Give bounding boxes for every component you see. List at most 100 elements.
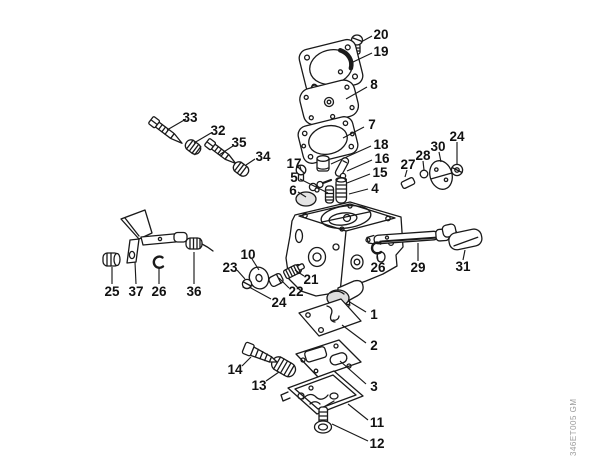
part-sleeve-22 xyxy=(268,272,284,288)
callout-28: 28 xyxy=(415,148,431,163)
leader-line-30 xyxy=(438,151,442,163)
part-pin-27 xyxy=(400,177,416,189)
callout-19: 19 xyxy=(373,44,388,59)
part-plug-18 xyxy=(316,155,330,172)
leader-line-18 xyxy=(330,145,372,165)
leader-line-23 xyxy=(236,269,246,280)
part-welch-plug-6 xyxy=(295,191,317,207)
leader-line-16 xyxy=(346,159,373,172)
callout-1: 1 xyxy=(370,307,378,322)
part-pump-body-11 xyxy=(280,370,364,415)
leader-line-11 xyxy=(347,403,369,421)
part-pin-16 xyxy=(334,157,350,177)
leader-line-33 xyxy=(166,118,187,131)
callout-35: 35 xyxy=(231,135,247,150)
leader-line-34 xyxy=(245,158,256,166)
callout-24: 24 xyxy=(271,295,287,310)
part-valve-21 xyxy=(282,263,305,280)
callout-20: 20 xyxy=(373,27,388,42)
callout-21: 21 xyxy=(303,272,319,287)
part-eclip-26-right xyxy=(370,241,383,255)
part-washer-10 xyxy=(248,266,270,290)
leader-line-10 xyxy=(251,258,260,271)
part-choke-lever-37 xyxy=(120,209,188,264)
part-gasket-3 xyxy=(295,339,362,378)
part-metering-diaphragm-2 xyxy=(298,298,362,337)
callout-30: 30 xyxy=(430,139,445,154)
leader-line-21 xyxy=(294,269,305,277)
callout-17: 17 xyxy=(286,156,301,171)
leader-line-28 xyxy=(422,160,425,171)
leader-line-8 xyxy=(345,86,368,100)
part-nut-24 xyxy=(450,163,464,177)
part-pump-screw-12 xyxy=(313,406,333,434)
callout-18: 18 xyxy=(373,137,389,152)
callout-26: 26 xyxy=(370,260,386,275)
leader-line-4 xyxy=(348,188,369,195)
leader-line-14 xyxy=(241,356,252,367)
leader-line-27 xyxy=(404,169,408,178)
callout-37: 37 xyxy=(128,284,143,299)
callout-34: 34 xyxy=(255,149,271,164)
part-sleeve xyxy=(324,185,335,204)
callout-2: 2 xyxy=(370,338,378,353)
leader-line-22 xyxy=(278,277,290,289)
callout-8: 8 xyxy=(370,77,378,92)
leader-line-31 xyxy=(462,249,466,261)
part-choke-plate-30 xyxy=(429,160,453,190)
leader-line-26 xyxy=(376,251,379,262)
callout-16: 16 xyxy=(374,151,390,166)
leader-line-32 xyxy=(193,132,212,144)
callout-14: 14 xyxy=(227,362,243,377)
part-adjust-screw-33 xyxy=(148,116,183,144)
callout-4: 4 xyxy=(371,181,379,196)
leader-line-20 xyxy=(360,35,373,43)
drawing-number: 346ET005 GM xyxy=(569,398,578,456)
callout-32: 32 xyxy=(210,123,225,138)
callout-23: 23 xyxy=(222,260,238,275)
part-washer-28 xyxy=(419,169,429,179)
leader-line-2 xyxy=(341,324,367,344)
part-cap-nut-25 xyxy=(102,252,121,267)
leader-line-17 xyxy=(299,165,302,171)
part-diaphragm-8 xyxy=(299,79,360,126)
callout-3: 3 xyxy=(370,379,378,394)
part-throttle-lever-31 xyxy=(441,223,483,251)
part-plug-screw-14 xyxy=(241,341,278,363)
leader-line-7 xyxy=(342,126,365,139)
part-screen-4 xyxy=(335,176,348,204)
callout-6: 6 xyxy=(289,183,297,198)
callout-27: 27 xyxy=(400,157,415,172)
callout-24: 24 xyxy=(449,129,465,144)
leader-line-1 xyxy=(347,300,367,313)
part-adjust-screw-35 xyxy=(204,138,237,165)
leader-line-13 xyxy=(265,371,280,382)
part-spring-32 xyxy=(184,139,202,156)
callout-7: 7 xyxy=(368,117,376,132)
part-eclip-26-left xyxy=(152,255,165,269)
leader-line-6 xyxy=(297,191,307,198)
callout-5: 5 xyxy=(290,170,298,185)
callout-25: 25 xyxy=(104,284,120,299)
part-inlet-lever-5 xyxy=(308,178,333,193)
leader-line-12 xyxy=(331,423,369,442)
leader-line-3 xyxy=(339,360,367,385)
callout-10: 10 xyxy=(240,247,255,262)
part-carburetor-body xyxy=(285,201,404,297)
part-spring-36 xyxy=(185,237,214,252)
callout-13: 13 xyxy=(251,378,267,393)
leader-line-24 xyxy=(248,286,272,300)
callout-15: 15 xyxy=(372,165,388,180)
callout-12: 12 xyxy=(369,436,384,451)
callout-11: 11 xyxy=(370,415,385,430)
leader-line-19 xyxy=(352,52,373,63)
callout-22: 22 xyxy=(288,284,303,299)
callout-29: 29 xyxy=(410,260,425,275)
callout-31: 31 xyxy=(455,259,471,274)
leader-line-5 xyxy=(299,178,329,194)
callout-36: 36 xyxy=(186,284,202,299)
leader-line-37 xyxy=(134,261,137,285)
